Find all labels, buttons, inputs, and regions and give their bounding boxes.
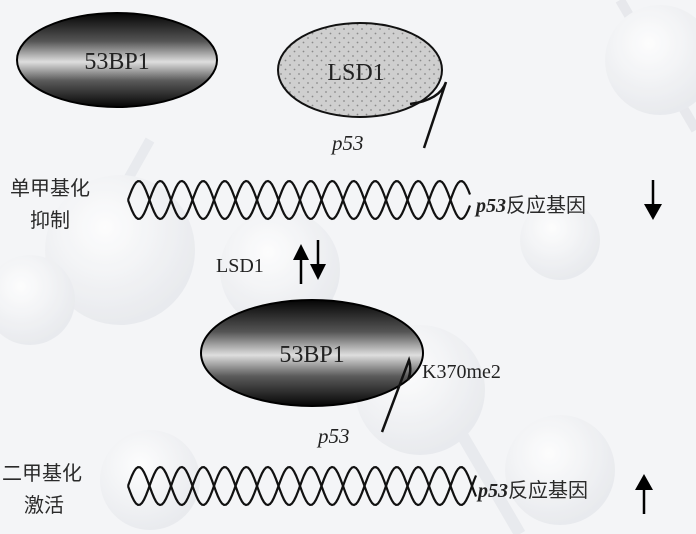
k370me2-label: K370me2	[422, 361, 501, 383]
dna-strand-2	[126, 465, 478, 507]
dna-helix-bottom	[126, 465, 478, 507]
di-methylation-effect: 激活	[24, 493, 64, 517]
lsd1-side-label: LSD1	[216, 255, 264, 277]
dna-helix-top	[126, 179, 472, 221]
p53-tail-top	[409, 81, 448, 149]
dna-strand-2	[126, 179, 472, 221]
p53-bottom-label: p53	[316, 424, 350, 448]
dna-strand-1	[126, 179, 472, 221]
p53-response-gene-top: p53反应基因	[474, 193, 586, 217]
mono-methylation-title: 单甲基化	[10, 176, 90, 200]
dna-strand-1	[126, 465, 478, 507]
di-methylation-title: 二甲基化	[2, 461, 82, 485]
p53-top-label: p53	[330, 131, 364, 155]
mono-methylation-effect: 抑制	[30, 208, 70, 232]
arrow-down-icon	[644, 180, 662, 220]
protein-lsd1: LSD1	[277, 22, 443, 118]
p53-tail-bottom	[380, 356, 412, 433]
protein-53bp1-bottom-label: 53BP1	[279, 342, 344, 368]
protein-lsd1-label: LSD1	[327, 60, 384, 86]
arrow-up-icon	[635, 474, 653, 514]
up-down-arrows-icon	[293, 240, 326, 284]
protein-53bp1-top-label: 53BP1	[84, 49, 149, 75]
protein-53bp1-top: 53BP1	[16, 12, 218, 108]
protein-53bp1-bottom: 53BP1	[200, 299, 424, 407]
p53-response-gene-bottom: p53反应基因	[476, 478, 588, 502]
